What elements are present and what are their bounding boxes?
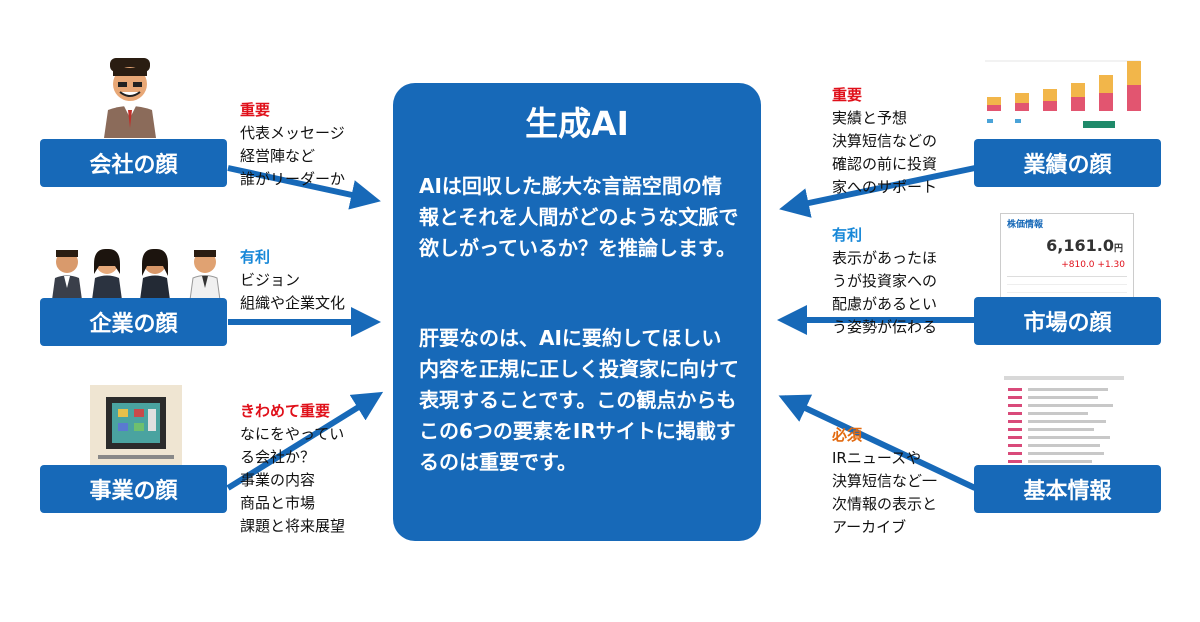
market-face-note: 有利 表示があったほ うが投資家への 配慮があるとい う姿勢が伝わる — [832, 226, 938, 336]
enterprise-face-note: 有利 ビジョン 組織や企業文化 — [240, 248, 346, 312]
basic-info-note: 必須 IRニュースや 決算短信など一 次情報の表示と アーカイブ — [832, 426, 938, 536]
enterprise-face-box: 企業の顔 — [40, 298, 227, 346]
performance-face-note: 重要 実績と予想 決算短信などの 確認の前に投資 家へのサポート — [832, 86, 938, 196]
arrow-performance-face — [779, 165, 976, 218]
ir-news-list-thumbnail — [1000, 372, 1135, 472]
importance-tag: きわめて重要 — [240, 402, 331, 420]
importance-tag: 必須 — [832, 426, 863, 444]
stock-widget-thumbnail: 株価情報 6,161.0円 +810.0 +1.30 — [1000, 213, 1134, 300]
performance-face-box: 業績の顔 — [974, 139, 1161, 187]
importance-tag: 重要 — [832, 86, 863, 104]
center-title: 生成AI — [525, 104, 629, 143]
market-face-box: 市場の顔 — [974, 297, 1161, 345]
stock-change: +810.0 +1.30 — [1061, 260, 1125, 270]
importance-tag: 有利 — [240, 248, 271, 266]
importance-tag: 有利 — [832, 226, 863, 244]
company-face-box: 会社の顔 — [40, 139, 227, 187]
generative-ai-box: 生成AI AIは回収した膨大な言語空間の情報とそれを人間がどのような文脈で欲しが… — [393, 83, 761, 541]
center-paragraph-1: AIは回収した膨大な言語空間の情報とそれを人間がどのような文脈で欲しがっているか… — [419, 174, 739, 260]
company-face-note: 重要 代表メッセージ 経営陣など 誰がリーダーか — [240, 101, 346, 188]
team-illustration — [52, 248, 221, 300]
arrow-business-face — [226, 391, 384, 491]
arrow-basic-info — [778, 394, 977, 491]
chip-illustration — [90, 385, 182, 465]
basic-info-box: 基本情報 — [974, 465, 1161, 513]
business-face-note: きわめて重要 なにをやってい る会社か？ 事業の内容 商品と市場 課題と将来展望 — [240, 402, 346, 535]
ceo-illustration — [104, 58, 156, 138]
arrow-company-face — [227, 165, 381, 210]
stock-widget-header: 株価情報 — [1007, 220, 1044, 230]
performance-chart-thumbnail — [975, 55, 1150, 137]
importance-tag: 重要 — [240, 101, 271, 119]
business-face-box: 事業の顔 — [40, 465, 227, 513]
stock-price: 6,161.0円 — [1046, 236, 1123, 255]
center-paragraph-2: 肝要なのは、AIに要約してほしい内容を正規に正しく投資家に向けて表現することです… — [419, 326, 739, 474]
